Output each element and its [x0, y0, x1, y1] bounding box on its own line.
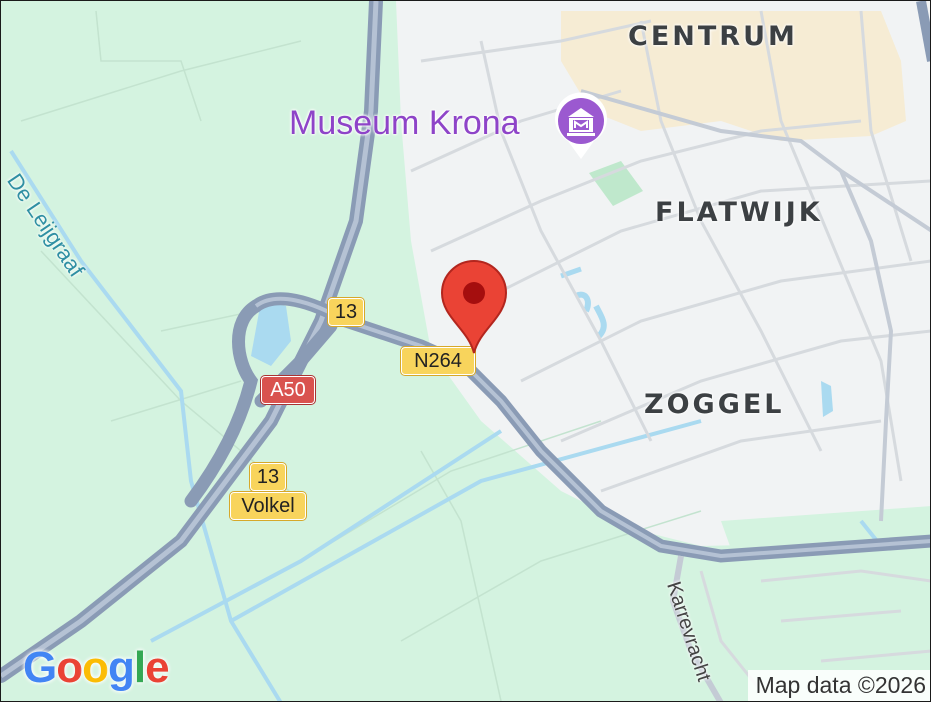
- road-shield-n264: N264: [401, 347, 475, 375]
- logo-letter-3: o: [82, 643, 109, 692]
- road-shield-a50: A50: [261, 376, 315, 404]
- poi-label-museum-krona[interactable]: Museum Krona: [289, 104, 520, 142]
- logo-letter-4: g: [108, 643, 135, 692]
- road-shield-13-south: 13: [250, 463, 286, 491]
- logo-letter-5: l: [133, 643, 146, 692]
- logo-letter-1: G: [23, 643, 57, 692]
- google-logo[interactable]: Google: [23, 643, 170, 693]
- place-label-volkel: Volkel: [230, 492, 306, 520]
- museum-icon[interactable]: [546, 91, 616, 161]
- road-shield-13: 13: [328, 298, 364, 326]
- district-label-zoggel: ZOGGEL: [644, 389, 785, 420]
- district-label-flatwijk: FLATWIJK: [655, 197, 823, 228]
- logo-letter-6: e: [145, 643, 170, 692]
- district-label-centrum: CENTRUM: [628, 21, 798, 52]
- logo-letter-2: o: [56, 643, 83, 692]
- map-pin-icon[interactable]: [438, 259, 510, 355]
- map-attribution[interactable]: Map data ©2026: [747, 670, 930, 701]
